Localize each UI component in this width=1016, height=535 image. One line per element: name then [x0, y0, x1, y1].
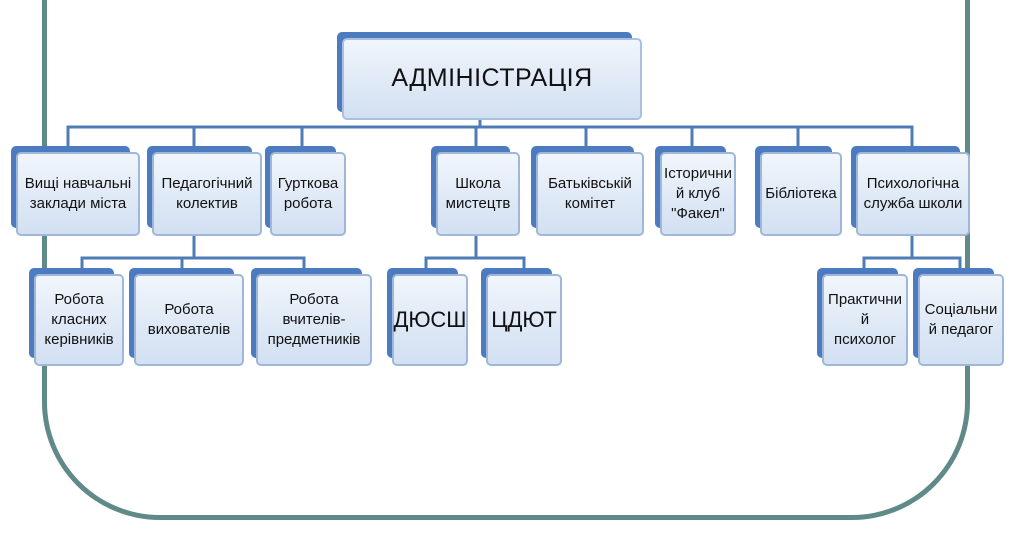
- node-class-teachers-work: Робота класних керівників: [29, 268, 124, 366]
- node-practical-psychologist-label: Практични й психолог: [822, 274, 908, 366]
- node-teaching-staff: Педагогічний колектив: [147, 146, 262, 236]
- rounded-frame: [42, 0, 970, 520]
- node-psychological-service-label: Психологічна служба школи: [856, 152, 970, 236]
- node-practical-psychologist: Практични й психолог: [817, 268, 908, 366]
- node-art-school-label: Школа мистецтв: [436, 152, 520, 236]
- node-administration: АДМІНІСТРАЦІЯ: [337, 32, 642, 120]
- node-dyussh-label: ДЮСШ: [392, 274, 468, 366]
- node-tsdyut: ЦДЮТ: [481, 268, 562, 366]
- node-universities: Вищі навчальні заклади міста: [11, 146, 140, 236]
- node-history-club-label: Історични й клуб "Факел": [660, 152, 736, 236]
- node-social-pedagogue-label: Соціальни й педагог: [918, 274, 1004, 366]
- node-educators-work-label: Робота вихователів: [134, 274, 244, 366]
- node-library: Бібліотека: [755, 146, 842, 236]
- node-tsdyut-label: ЦДЮТ: [486, 274, 562, 366]
- node-subject-teachers-work-label: Робота вчителів- предметників: [256, 274, 372, 366]
- node-clubs-work-label: Гурткова робота: [270, 152, 346, 236]
- node-parents-committee-label: Батьківській комітет: [536, 152, 644, 236]
- node-universities-label: Вищі навчальні заклади міста: [16, 152, 140, 236]
- node-history-club: Історични й клуб "Факел": [655, 146, 736, 236]
- node-educators-work: Робота вихователів: [129, 268, 244, 366]
- node-parents-committee: Батьківській комітет: [531, 146, 644, 236]
- node-administration-label: АДМІНІСТРАЦІЯ: [342, 38, 642, 120]
- node-class-teachers-work-label: Робота класних керівників: [34, 274, 124, 366]
- node-library-label: Бібліотека: [760, 152, 842, 236]
- node-social-pedagogue: Соціальни й педагог: [913, 268, 1004, 366]
- node-art-school: Школа мистецтв: [431, 146, 520, 236]
- node-dyussh: ДЮСШ: [387, 268, 468, 366]
- node-clubs-work: Гурткова робота: [265, 146, 346, 236]
- node-psychological-service: Психологічна служба школи: [851, 146, 970, 236]
- node-subject-teachers-work: Робота вчителів- предметників: [251, 268, 372, 366]
- node-teaching-staff-label: Педагогічний колектив: [152, 152, 262, 236]
